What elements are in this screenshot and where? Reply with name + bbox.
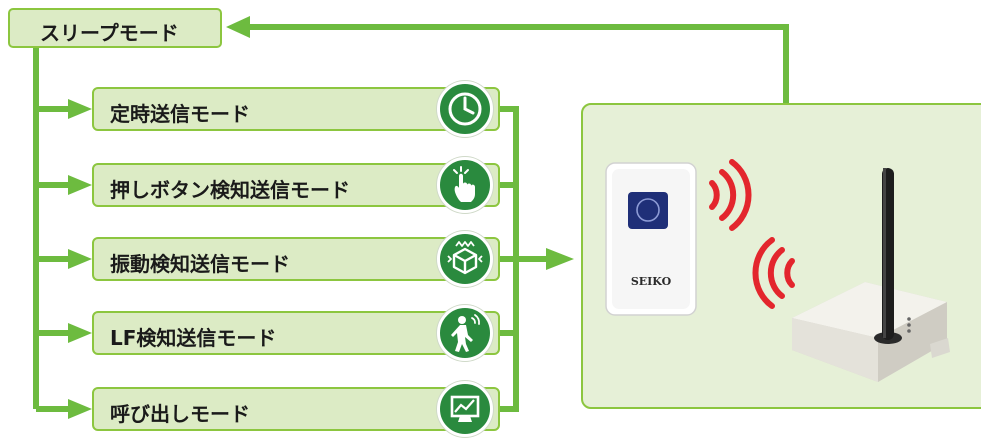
sensor-device [605,162,697,316]
clock-icon [437,81,493,137]
mode-box-call: 呼び出しモード [92,387,500,431]
vibrating-box-icon [437,231,493,287]
mode-box-button: 押しボタン検知送信モード [92,163,500,207]
sleep-mode-label: スリープモード [40,21,179,45]
walking-person-icon [437,305,493,361]
signal-wave-icon [752,237,795,309]
mode-label: 振動検知送信モード [110,252,290,276]
mode-box-scheduled: 定時送信モード [92,87,500,131]
sleep-mode-box: スリープモード [8,8,222,48]
mode-box-vibration: 振動検知送信モード [92,237,500,281]
signal-wave-icon [709,159,752,231]
mode-box-lf: LF検知送信モード [92,311,500,355]
mode-label: 定時送信モード [110,102,250,126]
mode-label: LF検知送信モード [110,326,277,350]
pointing-hand-icon [437,157,493,213]
mode-label: 押しボタン検知送信モード [110,178,350,202]
monitor-chart-icon [437,381,493,437]
mode-label: 呼び出しモード [110,402,250,426]
receiver-device [792,168,950,382]
device-brand-label: SEIKO [631,275,672,288]
